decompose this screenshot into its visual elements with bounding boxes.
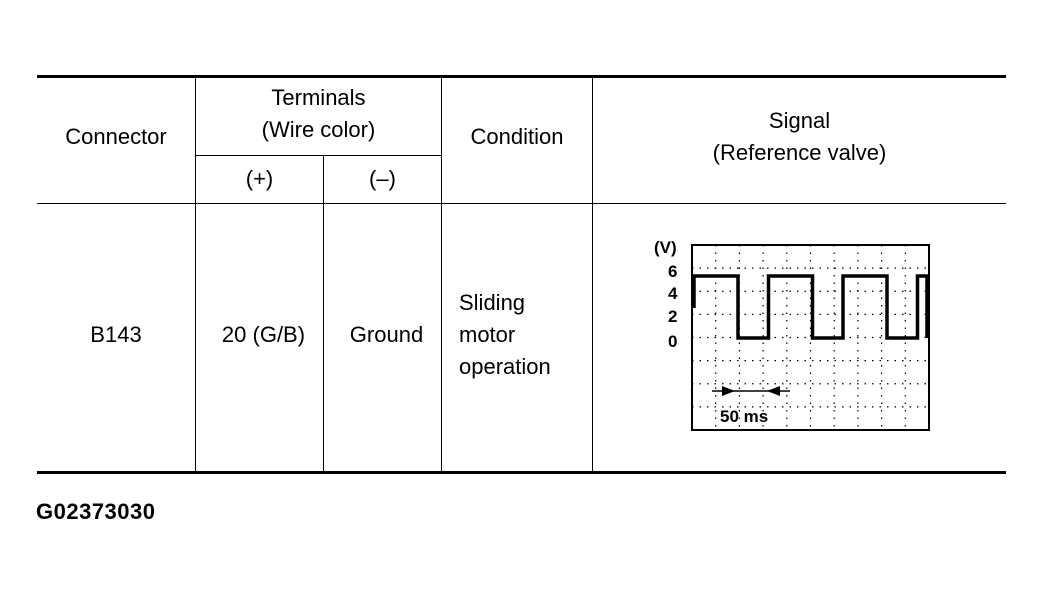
header-minus: (–) (369, 166, 396, 191)
row-plus: 20 (G/B) (221, 322, 306, 347)
signal-scope: (V) 6 4 2 0 50 ms (654, 238, 930, 431)
scope-frame (691, 244, 930, 431)
col-divider-4 (592, 77, 593, 472)
header-connector: Connector (65, 124, 167, 149)
col-divider-2 (323, 156, 324, 472)
header-terminals: Terminals (271, 85, 366, 110)
scope-tick-0: 0 (668, 332, 677, 351)
row-connector: B143 (90, 322, 142, 347)
table-top-rule (37, 75, 1006, 78)
header-condition: Condition (470, 124, 564, 149)
scope-tick-4: 4 (668, 284, 678, 303)
terminals-sub-rule (196, 155, 442, 156)
figure-id: G02373030 (36, 499, 156, 524)
scope-tick-6: 6 (668, 262, 677, 281)
scope-unit-label: (V) (654, 238, 677, 257)
header-plus: (+) (245, 166, 274, 191)
arrow-right-icon (722, 386, 735, 396)
col-divider-1 (195, 77, 196, 472)
header-signal: Signal (768, 108, 831, 133)
row-minus: Ground (349, 322, 424, 347)
row-condition-line-2: motor (459, 322, 516, 347)
header-terminals-sub: (Wire color) (261, 117, 376, 142)
row-condition-line-3: operation (459, 354, 551, 379)
scope-tick-2: 2 (668, 307, 677, 326)
table-bottom-rule (37, 471, 1006, 474)
scope-time-label: 50 ms (720, 407, 768, 426)
header-bottom-rule (37, 203, 1006, 204)
col-divider-3 (441, 77, 442, 472)
scope-waveform (692, 274, 929, 340)
row-condition-line-1: Sliding (459, 290, 526, 315)
header-signal-sub: (Reference valve) (712, 140, 887, 165)
arrow-left-icon (767, 386, 780, 396)
